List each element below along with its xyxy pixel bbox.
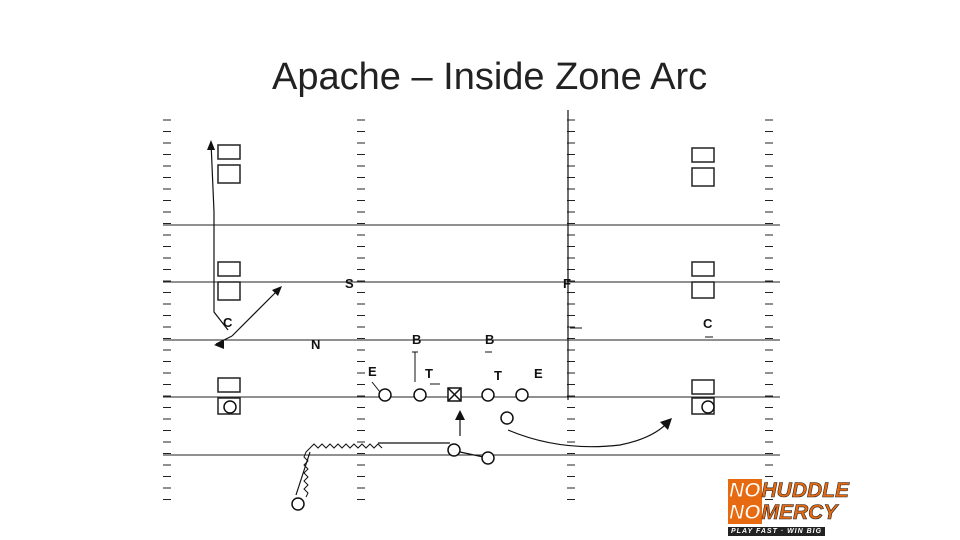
- arc-route: [507, 419, 671, 448]
- slide-title: Apache – Inside Zone Arc: [272, 56, 708, 98]
- arrowheads: [207, 140, 672, 430]
- yard-lines: [163, 224, 780, 456]
- logo-word-huddle: HUDDLE: [761, 479, 849, 502]
- brand-logo: NOHUDDLE NOMERCY PLAY FAST · WIN BIG: [728, 479, 849, 538]
- player-wr-right: [701, 400, 715, 414]
- defender-f: F: [563, 276, 571, 291]
- offense: [223, 387, 715, 511]
- routes: [210, 110, 671, 498]
- defender-ticks: [371, 327, 713, 393]
- defender-c-left: C: [223, 315, 233, 330]
- player-qb: [447, 443, 461, 457]
- defender-e-right: E: [534, 366, 543, 381]
- defender-e-left: E: [368, 364, 377, 379]
- player-te: [378, 388, 392, 402]
- rb-path: [295, 451, 311, 496]
- defender-n: N: [311, 337, 320, 352]
- wr-left-route: [213, 212, 229, 331]
- player-rg: [481, 388, 495, 402]
- corner-route: [231, 287, 281, 337]
- defender-c-right: C: [703, 316, 713, 331]
- logo-word-no-1: NO: [728, 479, 762, 502]
- defender-t-right: T: [494, 368, 502, 383]
- motion-zigzag: [303, 443, 383, 498]
- defender-s: S: [345, 276, 354, 291]
- yard-numbers: [217, 144, 715, 415]
- player-rb-pitch: [481, 451, 495, 465]
- player-rt: [515, 388, 529, 402]
- defender-b-left: B: [412, 332, 421, 347]
- defender-b-right: B: [485, 332, 494, 347]
- wr-left-arrow-up: [210, 141, 215, 213]
- player-h-back: [500, 411, 514, 425]
- player-lg: [413, 388, 427, 402]
- logo-word-no-2: NO: [728, 501, 762, 524]
- defender-t-left: T: [425, 366, 433, 381]
- hash-marks: [163, 119, 773, 500]
- logo-word-mercy: MERCY: [761, 501, 838, 524]
- player-wr-left: [223, 400, 237, 414]
- player-motion: [291, 497, 305, 511]
- logo-tagline: PLAY FAST · WIN BIG: [728, 527, 826, 536]
